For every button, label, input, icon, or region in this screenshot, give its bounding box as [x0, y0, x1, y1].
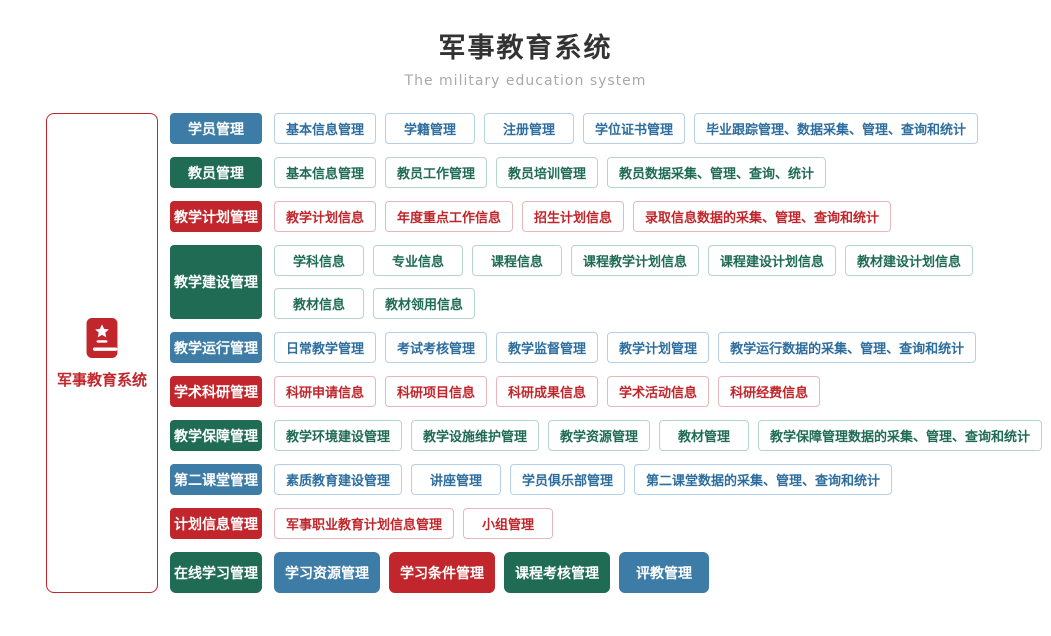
item-box[interactable]: 学术活动信息 [607, 376, 710, 407]
item-line: 基本信息管理教员工作管理教员培训管理教员数据采集、管理、查询、统计 [274, 157, 827, 188]
item-box[interactable]: 日常教学管理 [274, 332, 377, 363]
item-box[interactable]: 科研成果信息 [496, 376, 599, 407]
root-system-label: 军事教育系统 [56, 370, 147, 389]
item-box[interactable]: 教学资源管理 [548, 420, 651, 451]
item-lines: 基本信息管理学籍管理注册管理学位证书管理毕业跟踪管理、数据采集、管理、查询和统计 [274, 113, 979, 144]
item-box[interactable]: 毕业跟踪管理、数据采集、管理、查询和统计 [694, 113, 979, 144]
item-box[interactable]: 学习资源管理 [274, 552, 380, 593]
category-box[interactable]: 教学计划管理 [170, 201, 262, 232]
item-box[interactable]: 学员俱乐部管理 [510, 464, 626, 495]
item-box[interactable]: 教员培训管理 [496, 157, 599, 188]
category-box[interactable]: 教员管理 [170, 157, 262, 188]
item-box[interactable]: 素质教育建设管理 [274, 464, 403, 495]
item-box[interactable]: 考试考核管理 [385, 332, 488, 363]
item-box[interactable]: 讲座管理 [411, 464, 502, 495]
item-box[interactable]: 科研经费信息 [718, 376, 821, 407]
category-box[interactable]: 在线学习管理 [170, 552, 262, 593]
item-lines: 素质教育建设管理讲座管理学员俱乐部管理第二课堂数据的采集、管理、查询和统计 [274, 464, 893, 495]
page-subtitle: The military education system [404, 73, 647, 89]
item-lines: 学习资源管理学习条件管理课程考核管理评教管理 [274, 552, 709, 593]
module-row: 教学运行管理日常教学管理考试考核管理教学监督管理教学计划管理教学运行数据的采集、… [170, 332, 1042, 363]
item-box[interactable]: 录取信息数据的采集、管理、查询和统计 [633, 201, 892, 232]
item-box[interactable]: 学习条件管理 [389, 552, 495, 593]
module-row: 第二课堂管理素质教育建设管理讲座管理学员俱乐部管理第二课堂数据的采集、管理、查询… [170, 464, 1042, 495]
item-line: 基本信息管理学籍管理注册管理学位证书管理毕业跟踪管理、数据采集、管理、查询和统计 [274, 113, 979, 144]
item-box[interactable]: 教学保障管理数据的采集、管理、查询和统计 [758, 420, 1043, 451]
item-lines: 科研申请信息科研项目信息科研成果信息学术活动信息科研经费信息 [274, 376, 821, 407]
item-box[interactable]: 教学运行数据的采集、管理、查询和统计 [718, 332, 977, 363]
item-line: 日常教学管理考试考核管理教学监督管理教学计划管理教学运行数据的采集、管理、查询和… [274, 332, 977, 363]
item-box[interactable]: 第二课堂数据的采集、管理、查询和统计 [634, 464, 893, 495]
item-lines: 基本信息管理教员工作管理教员培训管理教员数据采集、管理、查询、统计 [274, 157, 827, 188]
item-line: 科研申请信息科研项目信息科研成果信息学术活动信息科研经费信息 [274, 376, 821, 407]
item-box[interactable]: 评教管理 [619, 552, 709, 593]
module-rows: 学员管理基本信息管理学籍管理注册管理学位证书管理毕业跟踪管理、数据采集、管理、查… [170, 113, 1043, 593]
item-box[interactable]: 军事职业教育计划信息管理 [274, 508, 455, 539]
item-box[interactable]: 科研项目信息 [385, 376, 488, 407]
item-lines: 学科信息专业信息课程信息课程教学计划信息课程建设计划信息教材建设计划信息教材信息… [274, 245, 974, 319]
category-box[interactable]: 学员管理 [170, 113, 262, 144]
item-box[interactable]: 学科信息 [274, 245, 364, 276]
item-box[interactable]: 基本信息管理 [274, 157, 377, 188]
item-box[interactable]: 教学计划信息 [274, 201, 377, 232]
page-header: 军事教育系统 The military education system [0, 0, 1051, 89]
module-row: 教员管理基本信息管理教员工作管理教员培训管理教员数据采集、管理、查询、统计 [170, 157, 1042, 188]
category-box[interactable]: 教学运行管理 [170, 332, 262, 363]
item-box[interactable]: 教学设施维护管理 [411, 420, 540, 451]
item-box[interactable]: 课程教学计划信息 [571, 245, 700, 276]
module-row: 学员管理基本信息管理学籍管理注册管理学位证书管理毕业跟踪管理、数据采集、管理、查… [170, 113, 1042, 144]
item-line: 学习资源管理学习条件管理课程考核管理评教管理 [274, 552, 709, 593]
item-box[interactable]: 注册管理 [484, 113, 575, 144]
item-box[interactable]: 招生计划信息 [522, 201, 625, 232]
module-row: 教学建设管理学科信息专业信息课程信息课程教学计划信息课程建设计划信息教材建设计划… [170, 245, 1042, 319]
item-box[interactable]: 小组管理 [463, 508, 554, 539]
category-box[interactable]: 教学建设管理 [170, 245, 262, 319]
item-box[interactable]: 教材信息 [274, 288, 364, 319]
category-box[interactable]: 教学保障管理 [170, 420, 262, 451]
module-row: 在线学习管理学习资源管理学习条件管理课程考核管理评教管理 [170, 552, 1042, 593]
item-lines: 军事职业教育计划信息管理小组管理 [274, 508, 554, 539]
item-line: 教学计划信息年度重点工作信息招生计划信息录取信息数据的采集、管理、查询和统计 [274, 201, 892, 232]
item-lines: 教学计划信息年度重点工作信息招生计划信息录取信息数据的采集、管理、查询和统计 [274, 201, 892, 232]
item-box[interactable]: 专业信息 [373, 245, 463, 276]
item-box[interactable]: 科研申请信息 [274, 376, 377, 407]
item-box[interactable]: 基本信息管理 [274, 113, 377, 144]
item-line: 素质教育建设管理讲座管理学员俱乐部管理第二课堂数据的采集、管理、查询和统计 [274, 464, 893, 495]
module-row: 教学计划管理教学计划信息年度重点工作信息招生计划信息录取信息数据的采集、管理、查… [170, 201, 1042, 232]
item-box[interactable]: 课程信息 [472, 245, 562, 276]
item-line: 学科信息专业信息课程信息课程教学计划信息课程建设计划信息教材建设计划信息 [274, 245, 974, 276]
module-row: 学术科研管理科研申请信息科研项目信息科研成果信息学术活动信息科研经费信息 [170, 376, 1042, 407]
item-box[interactable]: 教材管理 [659, 420, 750, 451]
category-box[interactable]: 计划信息管理 [170, 508, 262, 539]
item-box[interactable]: 课程考核管理 [504, 552, 610, 593]
item-box[interactable]: 学籍管理 [385, 113, 476, 144]
module-row: 教学保障管理教学环境建设管理教学设施维护管理教学资源管理教材管理教学保障管理数据… [170, 420, 1043, 451]
book-star-icon [86, 317, 118, 358]
item-box[interactable]: 教学计划管理 [607, 332, 710, 363]
diagram-area: 军事教育系统 学员管理基本信息管理学籍管理注册管理学位证书管理毕业跟踪管理、数据… [46, 113, 1051, 593]
item-line: 军事职业教育计划信息管理小组管理 [274, 508, 554, 539]
item-box[interactable]: 教员数据采集、管理、查询、统计 [607, 157, 827, 188]
module-row: 计划信息管理军事职业教育计划信息管理小组管理 [170, 508, 1042, 539]
page-title: 军事教育系统 [438, 33, 613, 64]
item-line: 教学环境建设管理教学设施维护管理教学资源管理教材管理教学保障管理数据的采集、管理… [274, 420, 1043, 451]
item-lines: 日常教学管理考试考核管理教学监督管理教学计划管理教学运行数据的采集、管理、查询和… [274, 332, 977, 363]
item-box[interactable]: 教员工作管理 [385, 157, 488, 188]
item-box[interactable]: 教学监督管理 [496, 332, 599, 363]
item-box[interactable]: 教材建设计划信息 [845, 245, 974, 276]
item-box[interactable]: 教学环境建设管理 [274, 420, 403, 451]
item-lines: 教学环境建设管理教学设施维护管理教学资源管理教材管理教学保障管理数据的采集、管理… [274, 420, 1043, 451]
item-box[interactable]: 学位证书管理 [583, 113, 686, 144]
item-box[interactable]: 课程建设计划信息 [708, 245, 837, 276]
item-box[interactable]: 年度重点工作信息 [385, 201, 514, 232]
category-box[interactable]: 学术科研管理 [170, 376, 262, 407]
item-line: 教材信息教材领用信息 [274, 288, 973, 319]
root-system-box: 军事教育系统 [46, 113, 158, 593]
item-box[interactable]: 教材领用信息 [373, 288, 476, 319]
category-box[interactable]: 第二课堂管理 [170, 464, 262, 495]
